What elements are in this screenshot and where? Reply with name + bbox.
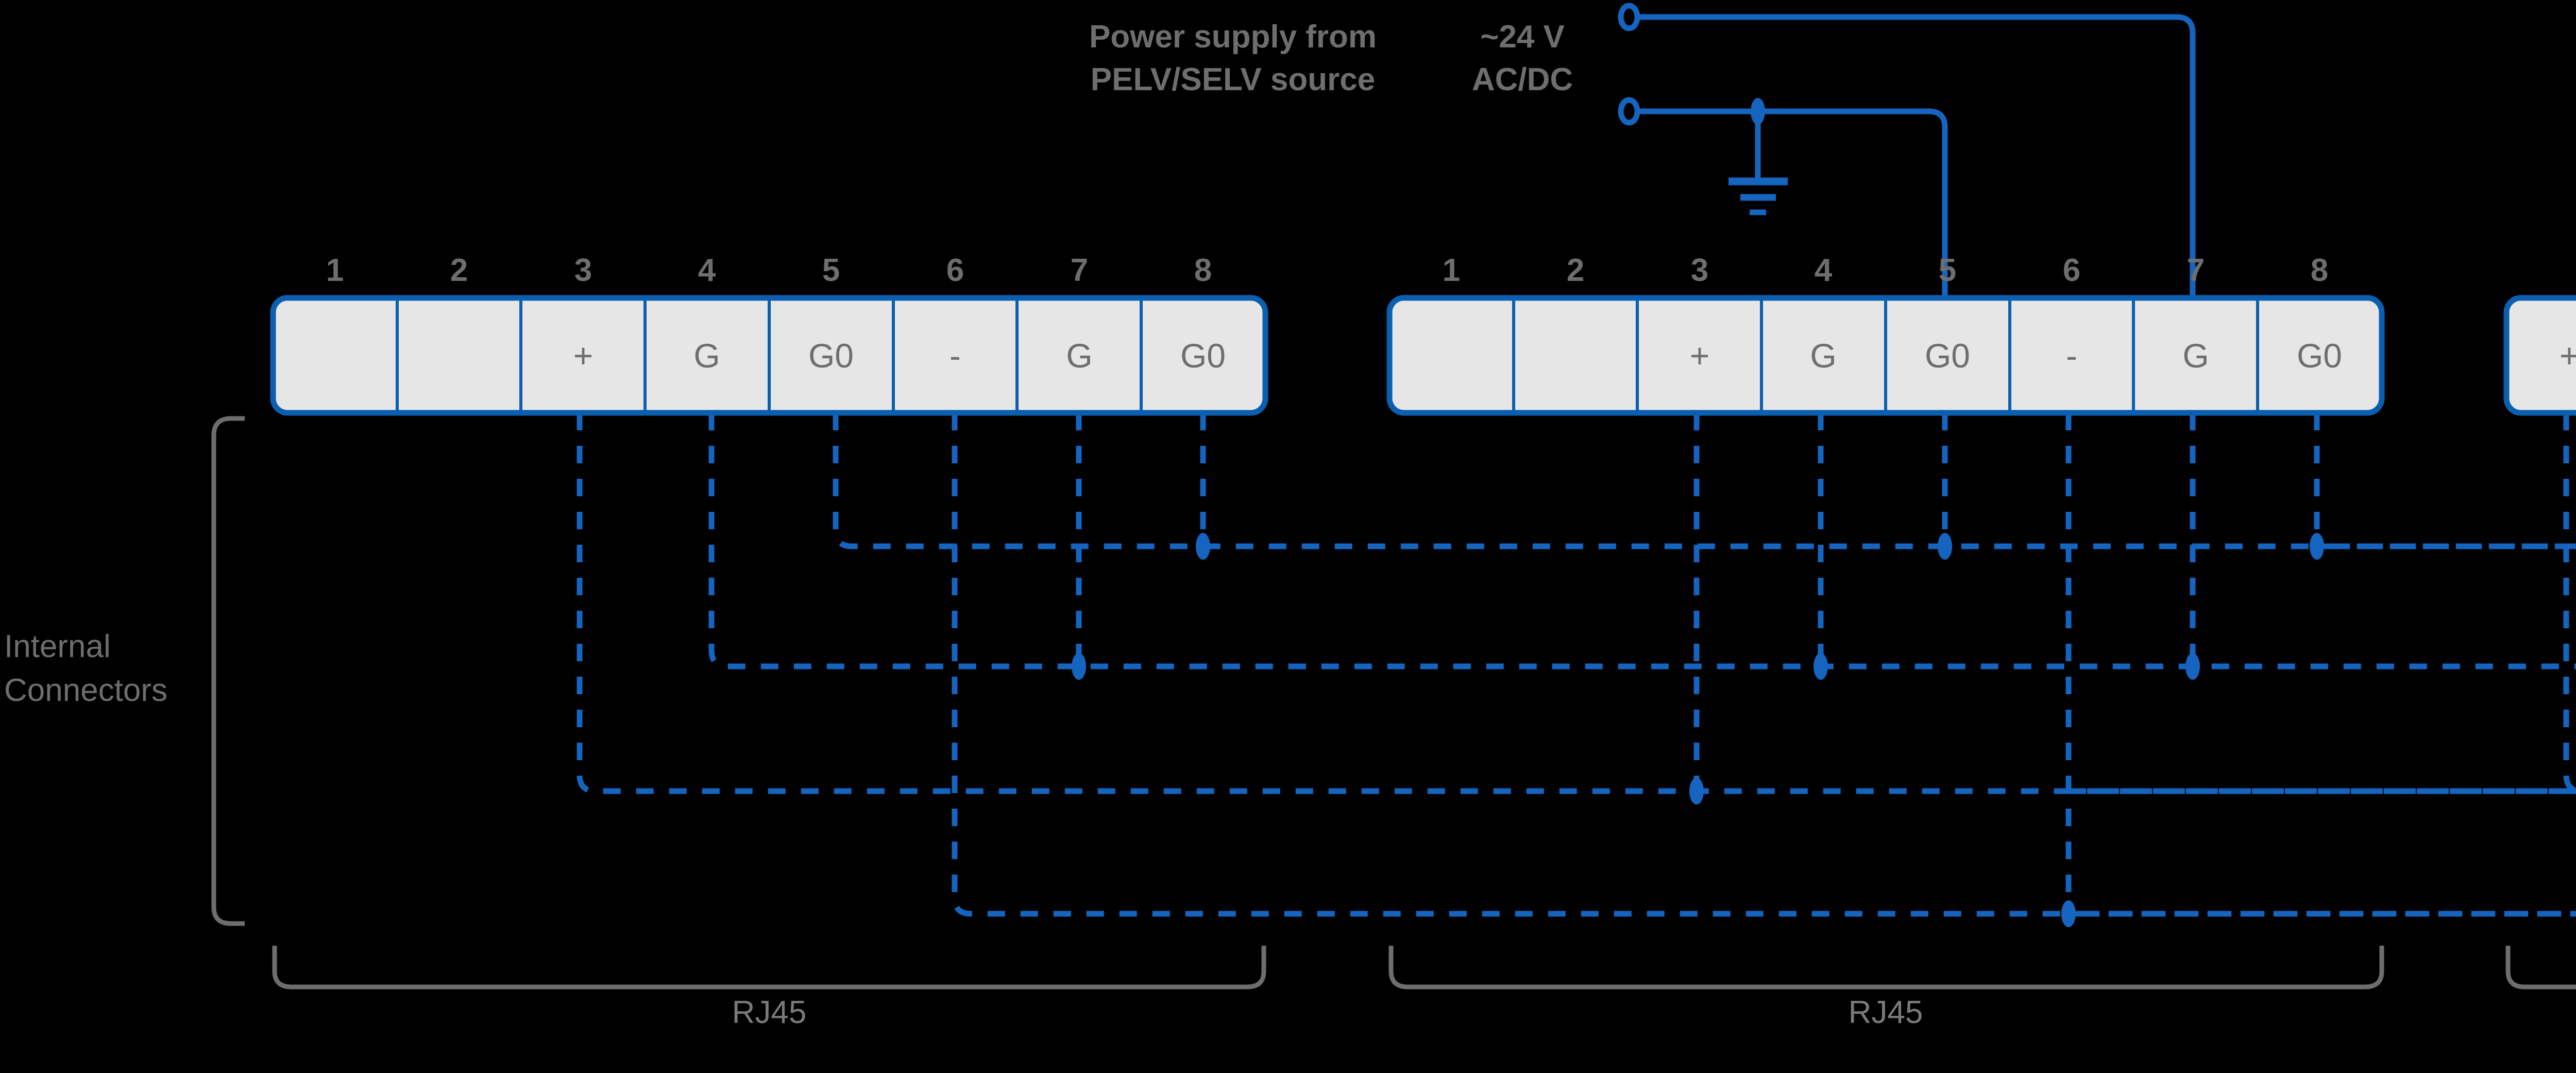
cell-label-left-3: + [573,337,594,375]
wire-left-pin5-to-bus-plus [833,413,2576,549]
pin-number-right-8: 8 [2311,253,2328,288]
cell-label-right-4: G [1810,337,1836,375]
wire-left-pin6-to-bus-minus [952,413,2576,917]
cell-label-left-7: G [1066,337,1092,375]
cell-label-right-8: G0 [2297,337,2342,375]
pin-number-left-2: 2 [450,253,468,288]
connector-screw-terminal[interactable] [2503,295,2576,416]
supply-voltage-line2: AC/DC [1472,62,1573,97]
group-label-rj45-left: RJ45 [732,995,807,1030]
pin-number-right-2: 2 [1567,253,1584,288]
pin-number-right-5: 5 [1939,253,1956,288]
wire-screw-plus-drop [2563,413,2576,794]
internal-connectors-bracket [211,416,245,926]
cell-label-left-6: - [950,337,961,375]
connector-rj45-left[interactable] [270,295,1268,416]
pin-number-left-7: 7 [1071,253,1088,288]
junction-dot [1938,533,1952,560]
wire-left-pin3-to-bus-g0 [577,413,2576,794]
cell-label-right-3: + [1690,337,1710,375]
cell-label-right-7: G [2182,337,2209,375]
internal-connectors-label-line2: Connectors [4,673,167,708]
power-supply-wiring [1618,3,2196,301]
supply-voltage-line1: ~24 V [1480,19,1565,55]
supply-title-line1: Power supply from [1089,19,1377,55]
supply-title-line2: PELV/SELV source [1091,62,1375,97]
pin-number-right-4: 4 [1815,253,1833,288]
pin-number-left-5: 5 [822,253,840,288]
junction-dot [2185,653,2200,680]
group-label-rj45-right: RJ45 [1849,995,1923,1030]
pin-number-left-4: 4 [698,253,716,288]
pin-number-left-1: 1 [326,253,344,288]
pin-number-left-6: 6 [946,253,964,288]
pin-number-right-6: 6 [2063,253,2080,288]
screw-terminal-bracket [2505,946,2576,990]
connector-rj45-right[interactable] [1386,295,2385,416]
pin-number-right-7: 7 [2187,253,2205,288]
pin-number-right-3: 3 [1691,253,1708,288]
rj45-right-bracket [1388,946,2384,990]
supply-junction-dot [1751,98,1765,125]
wire-left-pin4-to-bus-g [708,413,2576,669]
earth-ground-icon [1728,177,1788,215]
junction-dot [1196,533,1210,560]
cell-label-screw-1: + [2560,337,2576,375]
cell-label-left-4: G [693,337,720,375]
cell-label-left-5: G0 [808,337,854,375]
cell-label-left-8: G0 [1180,337,1226,375]
wire-supply-ground [1635,108,1948,301]
junction-dot [1689,778,1704,804]
junction-dot [2310,533,2324,560]
internal-connectors-label-line1: Internal [4,629,111,664]
cell-label-right-6: - [2066,337,2077,375]
pin-number-left-3: 3 [574,253,592,288]
junction-dot [1814,653,1828,680]
rj45-left-bracket [272,946,1266,990]
cell-label-right-5: G0 [1925,337,1970,375]
internal-bus-wiring [577,413,2576,927]
pin-number-right-1: 1 [1443,253,1460,288]
junction-dot [2061,900,2076,927]
wire-supply-plus [1635,14,2196,301]
pin-number-left-8: 8 [1194,253,1212,288]
junction-dot [1072,653,1086,680]
